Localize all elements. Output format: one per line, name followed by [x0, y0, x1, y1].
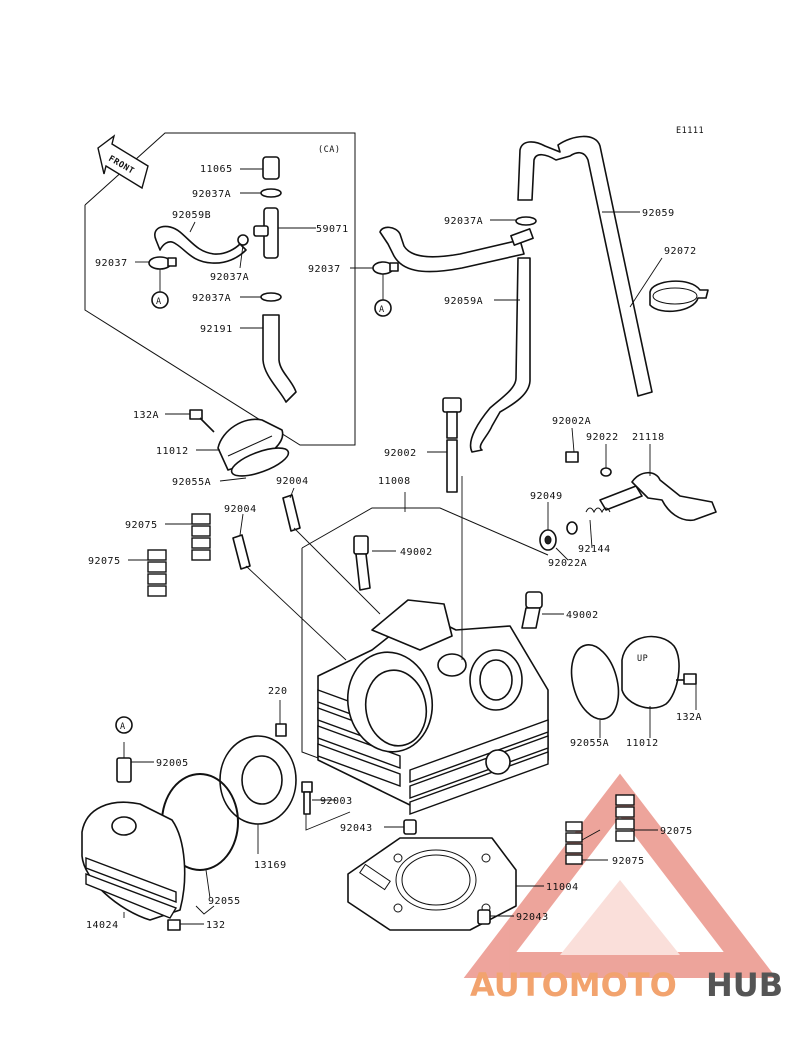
label-92059: 92059	[642, 208, 675, 219]
watermark-text-a: AUTOMOTO	[470, 966, 677, 1004]
label-13169: 13169	[254, 860, 287, 871]
ca-inset: (CA)	[84, 132, 356, 446]
studs	[232, 494, 301, 570]
label-14024: 14024	[86, 920, 119, 931]
label-92059b: 92059B	[172, 210, 211, 221]
diagram-code: E1111	[676, 126, 704, 136]
bolt-92002	[442, 397, 462, 493]
label-132a-2: 132A	[676, 712, 702, 723]
inset-parts: A	[148, 156, 297, 403]
label-92037-2: 92037	[308, 264, 341, 275]
valve-cover-left	[189, 409, 290, 477]
label-132: 132	[206, 920, 226, 931]
decomp-lever	[539, 451, 717, 551]
label-92004-2: 92004	[224, 504, 257, 515]
label-92049: 92049	[530, 491, 563, 502]
label-92043-2: 92043	[516, 912, 549, 923]
ref-marker-a-1: A	[156, 297, 162, 307]
label-92075-2: 92075	[88, 556, 121, 567]
front-arrow-icon: FRONT	[97, 134, 149, 190]
label-92005: 92005	[156, 758, 189, 769]
breather-hoses: A	[372, 135, 709, 453]
label-49002-2: 49002	[566, 610, 599, 621]
label-92075-3: 92075	[660, 826, 693, 837]
label-92022: 92022	[586, 432, 619, 443]
label-11012-1: 11012	[156, 446, 189, 457]
label-220: 220	[268, 686, 288, 697]
label-92004-1: 92004	[276, 476, 309, 487]
label-132a-1: 132A	[133, 410, 159, 421]
label-92055a-1: 92055A	[172, 477, 211, 488]
label-92144: 92144	[578, 544, 611, 555]
label-11008: 11008	[378, 476, 411, 487]
label-92003: 92003	[320, 796, 353, 807]
label-92037a-3: 92037A	[192, 293, 231, 304]
watermark-text-b: HUB	[706, 966, 783, 1004]
tappet-stacks	[147, 513, 635, 865]
head-gasket	[347, 819, 517, 931]
label-92043-1: 92043	[340, 823, 373, 834]
ref-marker-a-3: A	[120, 722, 126, 732]
part-labels: 11065 92037A 92059B 59071 92037 92037A 9…	[86, 164, 702, 931]
label-92059a: 92059A	[444, 296, 483, 307]
label-59071: 59071	[316, 224, 349, 235]
watermark-text: AUTOMOTO HUB	[470, 966, 783, 1004]
side-cover-group: A	[81, 716, 313, 931]
label-49002-1: 49002	[400, 547, 433, 558]
label-92072: 92072	[664, 246, 697, 257]
label-92075-1: 92075	[125, 520, 158, 531]
watermark-logo	[463, 773, 777, 978]
ref-marker-a-2: A	[379, 305, 385, 315]
label-92191: 92191	[200, 324, 233, 335]
region-label: (CA)	[318, 145, 340, 155]
label-92075-4: 92075	[612, 856, 645, 867]
sensors	[353, 535, 543, 629]
valve-cover-right: UP	[570, 635, 697, 720]
cover-stamp: UP	[637, 654, 648, 664]
label-11004: 11004	[546, 882, 579, 893]
label-92022a: 92022A	[548, 558, 587, 569]
label-92002: 92002	[384, 448, 417, 459]
label-92037a-1: 92037A	[192, 189, 231, 200]
label-11065: 11065	[200, 164, 233, 175]
label-92037a-4: 92037A	[444, 216, 483, 227]
label-92037a-2: 92037A	[210, 272, 249, 283]
leader-lines	[123, 168, 697, 925]
cylinder-head	[301, 492, 549, 815]
label-92055a-2: 92055A	[570, 738, 609, 749]
label-92037-1: 92037	[95, 258, 128, 269]
label-21118: 21118	[632, 432, 665, 443]
label-11012-2: 11012	[626, 738, 659, 749]
label-92002a: 92002A	[552, 416, 591, 427]
label-92055: 92055	[208, 896, 241, 907]
